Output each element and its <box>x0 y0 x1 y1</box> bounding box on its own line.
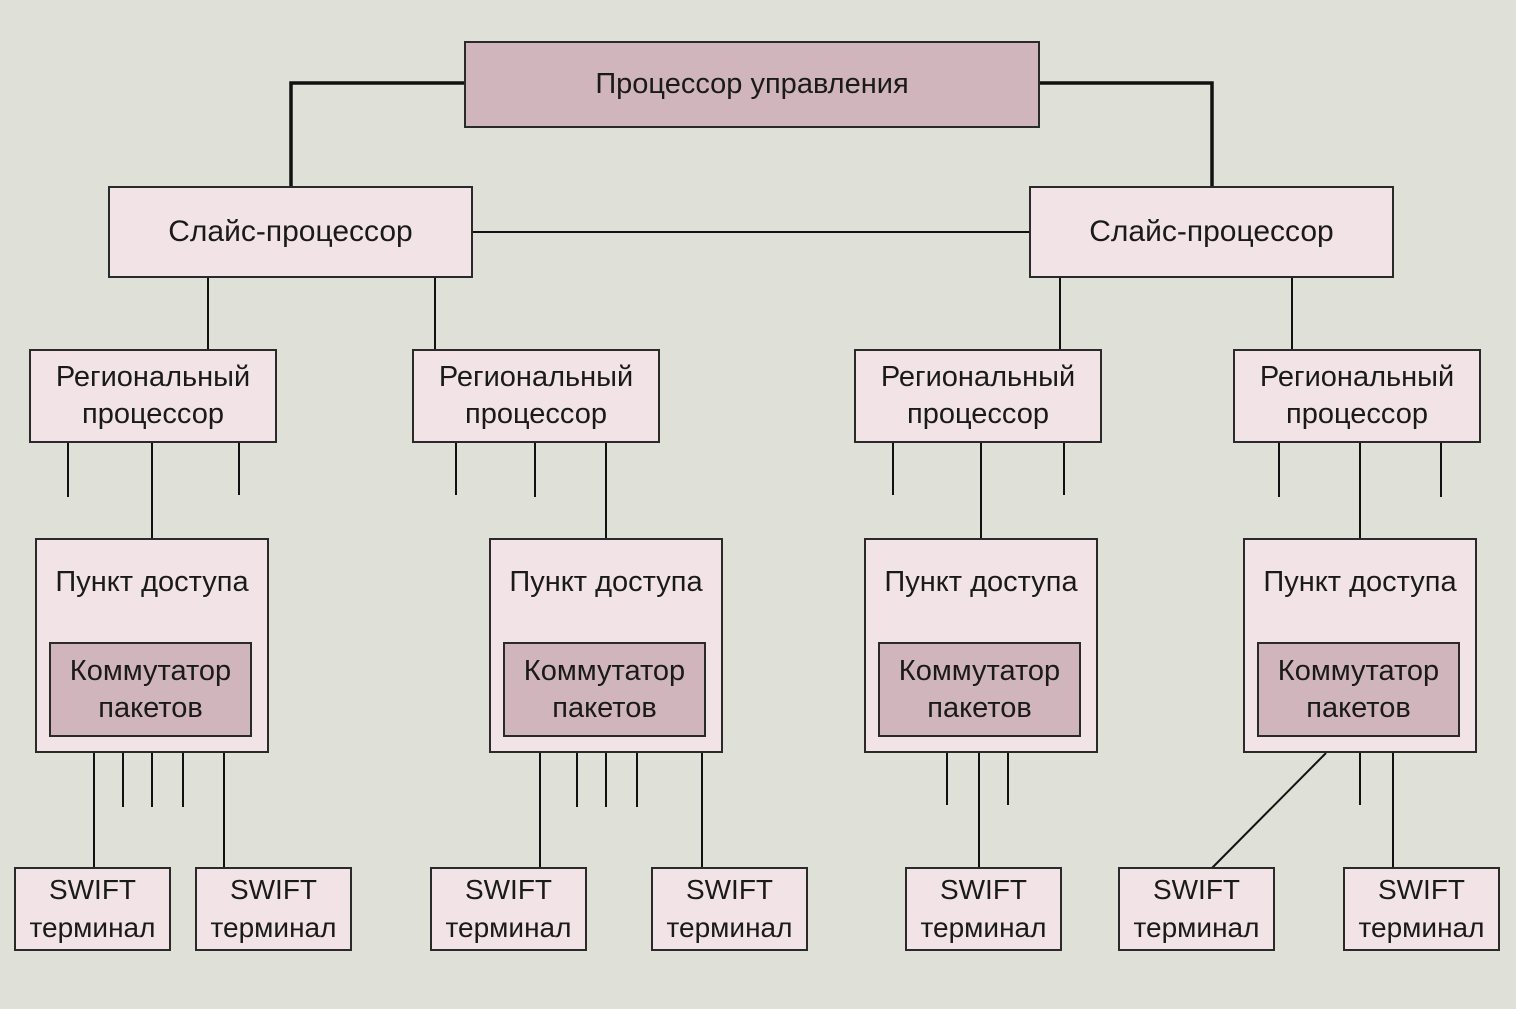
access-point-label: Пункт доступа <box>1263 566 1457 598</box>
regional-processor-box: Региональный процессор <box>29 349 277 443</box>
connector-control-to-slice-left <box>289 81 465 187</box>
swift-terminal-box: SWIFT терминал <box>195 867 352 951</box>
regional-processor-box: Региональный процессор <box>854 349 1102 443</box>
packet-switch-box: Коммутатор пакетов <box>503 642 706 737</box>
swift-terminal-label: SWIFT терминал <box>1133 874 1260 943</box>
slice-processor-label: Слайс-процессор <box>1089 215 1334 248</box>
slice-processor-box: Слайс-процессор <box>108 186 473 278</box>
swift-terminal-box: SWIFT терминал <box>651 867 808 951</box>
access-point-label: Пункт доступа <box>509 566 703 598</box>
packet-switch-box: Коммутатор пакетов <box>878 642 1081 737</box>
swift-terminal-box: SWIFT терминал <box>430 867 587 951</box>
regional-processor-box: Региональный процессор <box>1233 349 1481 443</box>
regional-processor-label: Региональный процессор <box>1259 361 1455 430</box>
swift-terminal-label: SWIFT терминал <box>210 874 337 943</box>
slice-processor-box: Слайс-процессор <box>1029 186 1394 278</box>
access-point-label: Пункт доступа <box>55 566 249 598</box>
connector-control-to-slice-right <box>1039 81 1214 187</box>
access-point-label: Пункт доступа <box>884 566 1078 598</box>
packet-switch-label: Коммутатор пакетов <box>523 654 686 724</box>
slice-processor-label: Слайс-процессор <box>168 215 413 248</box>
swift-terminal-label: SWIFT терминал <box>1358 874 1485 943</box>
packet-switch-box: Коммутатор пакетов <box>49 642 252 737</box>
packet-switch-label: Коммутатор пакетов <box>1277 654 1440 724</box>
swift-terminal-box: SWIFT терминал <box>1343 867 1500 951</box>
swift-terminal-box: SWIFT терминал <box>14 867 171 951</box>
connector-access-point-to-terminal <box>1211 752 1327 869</box>
swift-terminal-label: SWIFT терминал <box>445 874 572 943</box>
swift-terminal-label: SWIFT терминал <box>666 874 793 943</box>
regional-processor-label: Региональный процессор <box>55 361 251 430</box>
swift-terminal-box: SWIFT терминал <box>1118 867 1275 951</box>
swift-terminal-box: SWIFT терминал <box>905 867 1062 951</box>
control-processor-label: Процессор управления <box>595 68 909 100</box>
packet-switch-label: Коммутатор пакетов <box>898 654 1061 724</box>
regional-processor-label: Региональный процессор <box>880 361 1076 430</box>
packet-switch-box: Коммутатор пакетов <box>1257 642 1460 737</box>
regional-processor-box: Региональный процессор <box>412 349 660 443</box>
swift-terminal-label: SWIFT терминал <box>29 874 156 943</box>
swift-terminal-label: SWIFT терминал <box>920 874 1047 943</box>
packet-switch-label: Коммутатор пакетов <box>69 654 232 724</box>
control-processor-box: Процессор управления <box>464 41 1040 128</box>
regional-processor-label: Региональный процессор <box>438 361 634 430</box>
